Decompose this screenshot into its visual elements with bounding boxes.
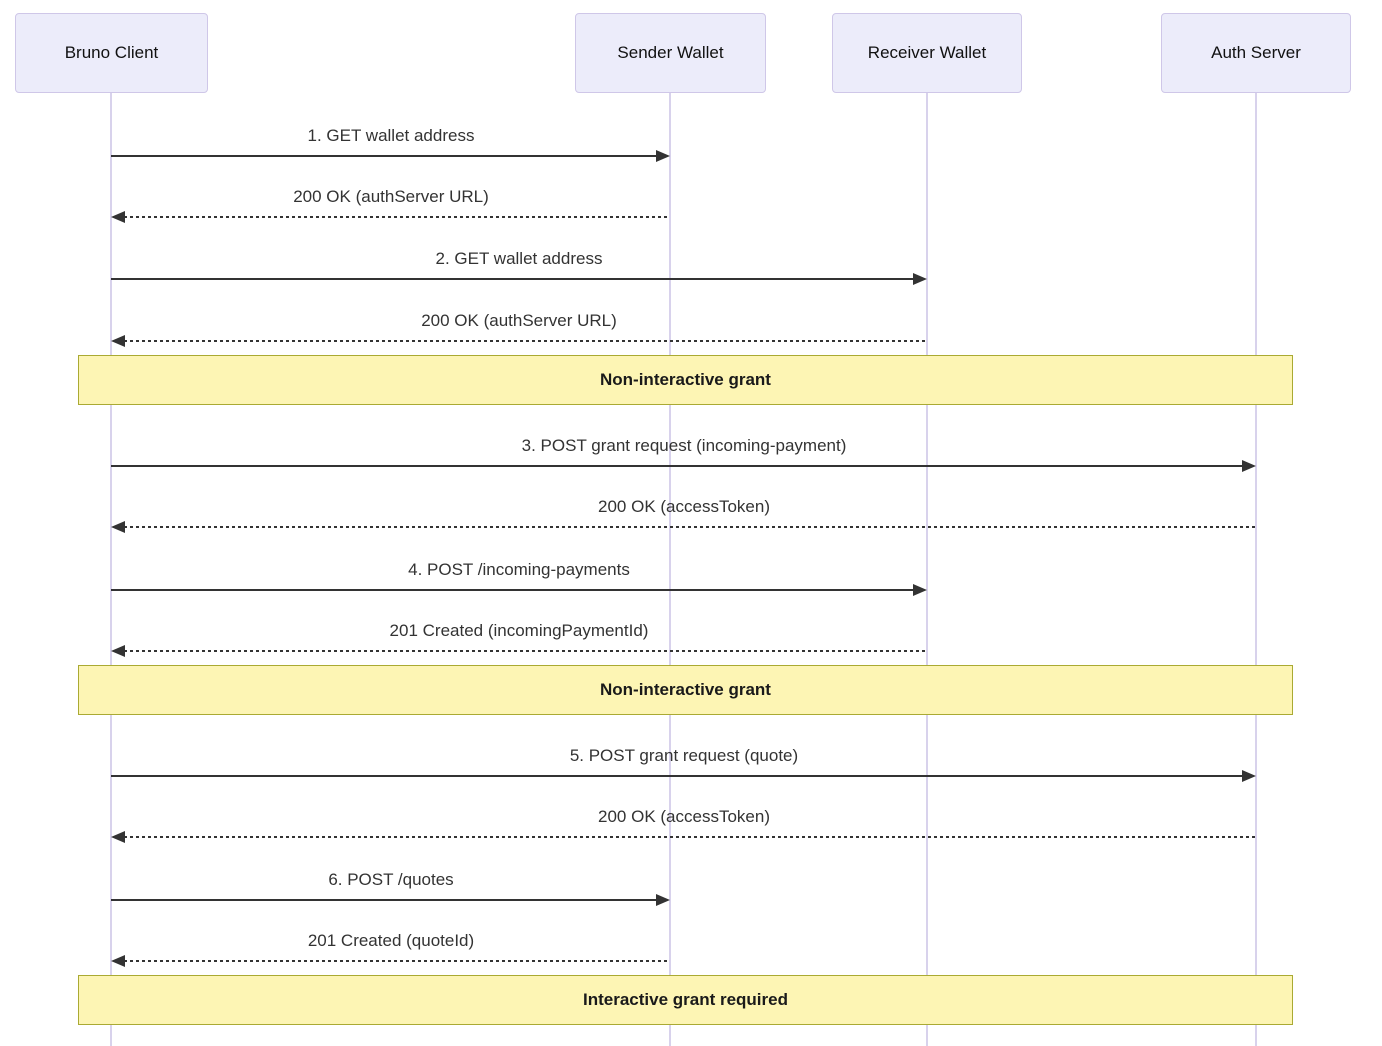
arrowhead-icon	[656, 894, 670, 906]
actor-label: Receiver Wallet	[867, 43, 987, 62]
message-line	[124, 650, 927, 652]
arrowhead-icon	[913, 584, 927, 596]
arrowhead-icon	[111, 211, 125, 223]
lifeline-sender-wallet	[669, 93, 671, 1046]
actor-label: Sender Wallet	[617, 43, 724, 62]
arrowhead-icon	[111, 645, 125, 657]
message-label: 4. POST /incoming-payments	[408, 560, 630, 579]
arrowhead-icon	[111, 955, 125, 967]
note-label: Non-interactive grant	[600, 370, 771, 389]
note-label: Interactive grant required	[582, 990, 788, 1009]
actor-box-bruno-client: Bruno Client	[15, 13, 208, 93]
actor-box-receiver-wallet: Receiver Wallet	[832, 13, 1022, 93]
message-label: 200 OK (authServer URL)	[293, 187, 489, 206]
message-label: 1. GET wallet address	[307, 126, 475, 145]
message-line	[124, 960, 670, 962]
actor-label: Bruno Client	[64, 43, 159, 62]
actor-label: Auth Server	[1211, 43, 1301, 62]
note-label: Non-interactive grant	[600, 680, 771, 699]
arrowhead-icon	[111, 831, 125, 843]
message-line	[124, 526, 1256, 528]
message-label: 2. GET wallet address	[435, 249, 603, 268]
message-line	[111, 278, 914, 280]
lifeline-auth-server	[1255, 93, 1257, 1046]
note-banner: Non-interactive grant	[78, 665, 1293, 715]
arrowhead-icon	[1242, 460, 1256, 472]
actor-box-auth-server: Auth Server	[1161, 13, 1351, 93]
message-line	[111, 155, 657, 157]
arrowhead-icon	[111, 335, 125, 347]
message-line	[124, 216, 670, 218]
message-line	[111, 589, 914, 591]
message-label: 201 Created (quoteId)	[307, 931, 475, 950]
note-banner: Interactive grant required	[78, 975, 1293, 1025]
message-label: 201 Created (incomingPaymentId)	[389, 621, 649, 640]
message-label: 6. POST /quotes	[328, 870, 454, 889]
arrowhead-icon	[1242, 770, 1256, 782]
message-label: 200 OK (authServer URL)	[421, 311, 617, 330]
arrowhead-icon	[656, 150, 670, 162]
lifeline-bruno-client	[110, 93, 112, 1046]
lifeline-receiver-wallet	[926, 93, 928, 1046]
message-label: 200 OK (accessToken)	[598, 497, 770, 516]
message-line	[111, 775, 1243, 777]
message-line	[124, 836, 1256, 838]
message-line	[111, 465, 1243, 467]
actor-box-sender-wallet: Sender Wallet	[575, 13, 766, 93]
note-banner: Non-interactive grant	[78, 355, 1293, 405]
message-label: 200 OK (accessToken)	[598, 807, 770, 826]
message-label: 3. POST grant request (incoming-payment)	[521, 436, 847, 455]
message-line	[124, 340, 927, 342]
message-line	[111, 899, 657, 901]
message-label: 5. POST grant request (quote)	[569, 746, 799, 765]
arrowhead-icon	[111, 521, 125, 533]
arrowhead-icon	[913, 273, 927, 285]
